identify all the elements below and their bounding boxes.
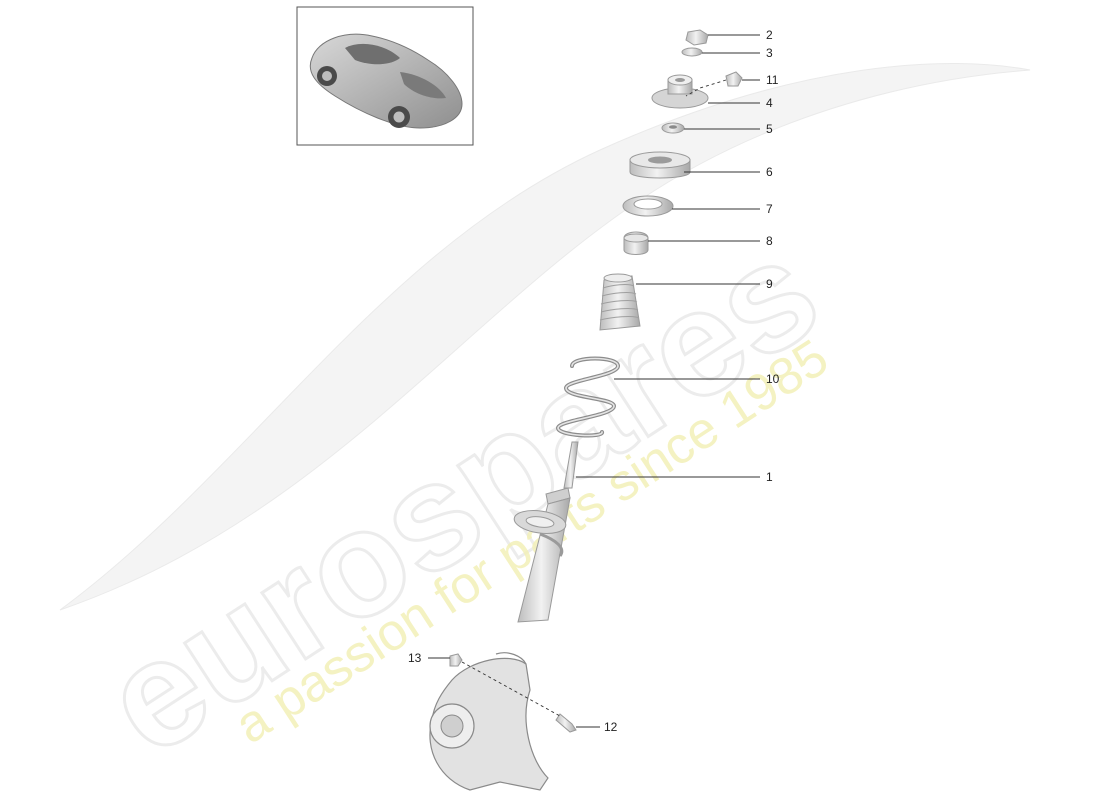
part-5-washer — [661, 122, 685, 134]
part-1-shock-absorber — [513, 441, 579, 623]
part-7-bearing — [622, 195, 674, 217]
callout-11: 11 — [766, 73, 779, 87]
car-thumbnail-icon — [309, 33, 463, 129]
callout-9: 9 — [766, 277, 773, 291]
part-6-spring-seat — [629, 151, 691, 179]
callout-10: 10 — [766, 372, 780, 386]
wheel-carrier — [429, 652, 549, 791]
callout-13: 13 — [408, 651, 422, 665]
part-3-washer — [681, 47, 703, 57]
callout-1: 1 — [766, 470, 773, 484]
callout-7: 7 — [766, 202, 773, 216]
part-8-bump-stop — [623, 231, 649, 255]
callout-3: 3 — [766, 46, 773, 60]
part-9-dust-boot — [599, 273, 641, 331]
leader-lines — [428, 34, 760, 728]
callout-8: 8 — [766, 234, 773, 248]
callout-5: 5 — [766, 122, 773, 136]
part-10-coil-spring — [555, 356, 621, 438]
part-12-bolt — [555, 713, 577, 733]
callout-6: 6 — [766, 165, 773, 179]
callout-12: 12 — [604, 720, 618, 734]
callout-4: 4 — [766, 96, 773, 110]
part-13-nut — [449, 653, 463, 667]
part-4-top-mount — [651, 74, 709, 109]
callouts: 2 3 11 4 5 6 7 8 9 10 1 13 12 — [408, 28, 780, 734]
part-2-nut — [685, 29, 709, 46]
callout-2: 2 — [766, 28, 773, 42]
part-11-bolt — [725, 71, 743, 87]
vehicle-thumbnail — [296, 6, 474, 146]
watermark: eurospares a passion for parts since 198… — [59, 63, 1031, 788]
